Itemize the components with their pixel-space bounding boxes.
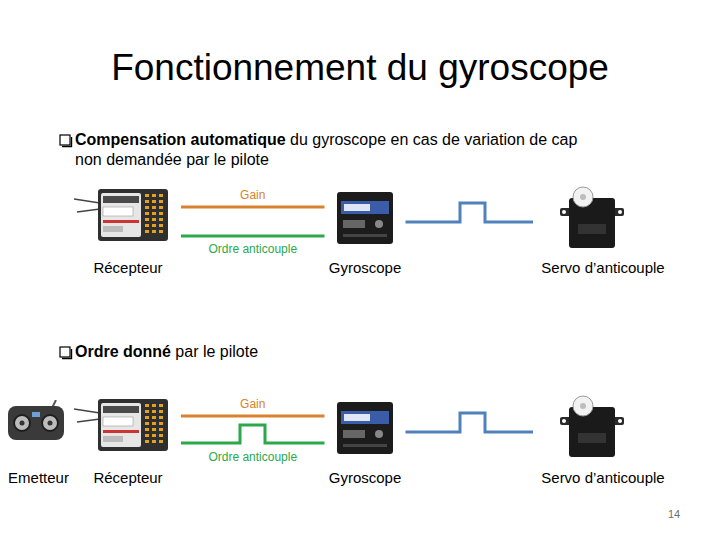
bold-phrase: Ordre donné (75, 343, 171, 360)
bullet-text: Ordre donnépar le pilote (75, 342, 590, 362)
wire-label: Ordre anticouple (206, 242, 299, 256)
tail-order-wire (181, 425, 325, 443)
device-caption: Emetteur (8, 469, 69, 487)
device-caption: Gyroscope (329, 259, 402, 277)
bullet-shadow (62, 137, 72, 147)
device-caption: Servo d’anticouple (541, 259, 664, 277)
gyroscope: Gyroscope (325, 188, 406, 277)
wire-label: Gain (238, 397, 267, 411)
body-phrase: par le pilote (175, 343, 258, 360)
tail-servo-picture (558, 184, 626, 252)
page-number: 14 (662, 508, 686, 521)
receiver-picture (74, 395, 170, 455)
tail-servo: Servo d’anticouple (533, 182, 673, 277)
transmitter-picture (6, 400, 66, 442)
bullet-box (60, 135, 70, 145)
wire-label: Gain (238, 188, 267, 202)
gyroscope-picture (335, 400, 395, 456)
transmitter: Emetteur (4, 395, 73, 487)
device-caption: Gyroscope (329, 469, 402, 487)
gyroscope: Gyroscope (325, 398, 406, 487)
bullet-box (60, 347, 70, 357)
servo-signal-wire (406, 413, 534, 432)
slide-title: Fonctionnement du gyroscope (0, 46, 720, 90)
device-caption: Récepteur (93, 259, 162, 277)
device-caption: Servo d’anticouple (541, 469, 664, 487)
gyroscope-picture (335, 190, 395, 246)
receiver: Récepteur (75, 183, 181, 277)
bullet-shadow (62, 349, 72, 359)
wire-label: Ordre anticouple (206, 450, 299, 464)
tail-servo: Servo d’anticouple (533, 390, 673, 487)
receiver-picture (74, 185, 170, 245)
receiver: Récepteur (75, 392, 181, 487)
bullet-text: Compensation automatiquedu gyroscope en … (75, 130, 590, 170)
gain-wire (181, 415, 325, 418)
servo-signal-wire (406, 203, 534, 222)
tail-servo-picture (558, 393, 626, 461)
gain-wire (181, 206, 325, 209)
device-caption: Récepteur (93, 469, 162, 487)
bold-phrase: Compensation automatique (75, 131, 286, 148)
tail-order-wire (181, 235, 325, 238)
